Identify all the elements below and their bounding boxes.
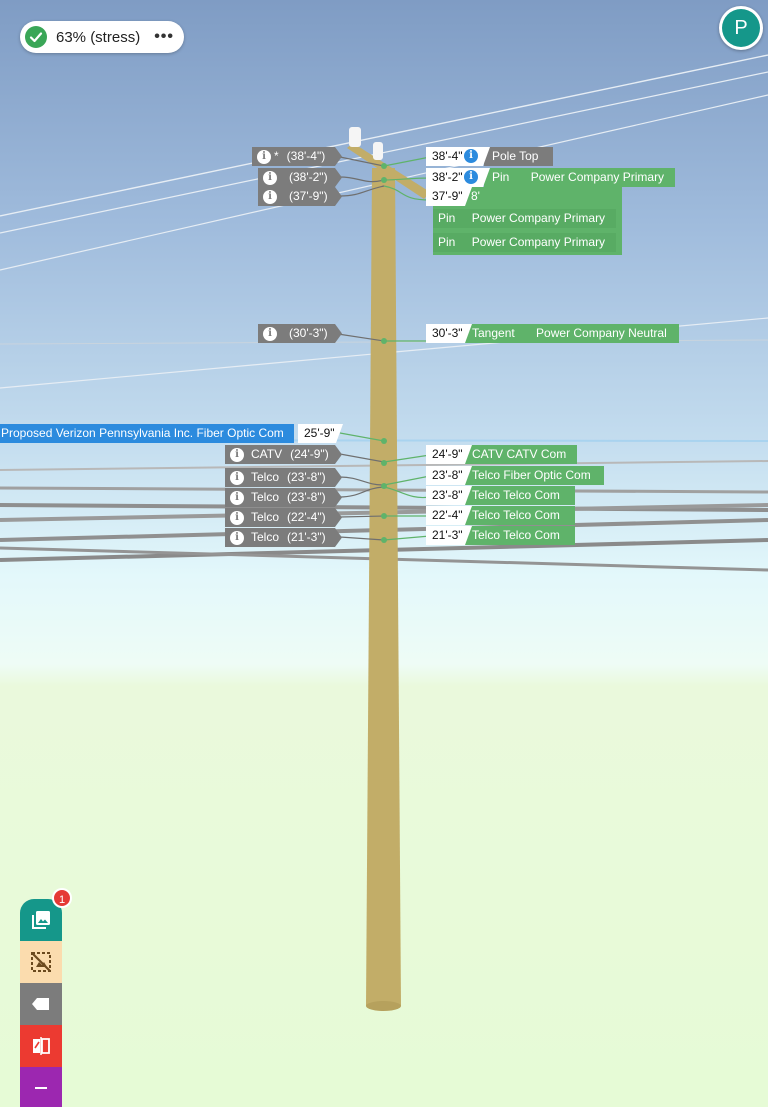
pin-1-label[interactable]: Pin Power Company Primary [484, 168, 675, 187]
crossarm [347, 143, 430, 199]
telco-4-height[interactable]: 21'-3" [426, 526, 472, 545]
pin-type: Pin [438, 211, 456, 225]
info-icon[interactable]: i [230, 471, 244, 485]
height-text: 38'-2" [432, 170, 463, 184]
neutral-owner: Power Company Neutral [536, 326, 667, 340]
label-height: (37'-9") [289, 189, 328, 203]
pole-base [366, 1001, 401, 1011]
left-label-telco-2[interactable]: i Telco (23'-8") [225, 488, 342, 507]
info-icon[interactable]: i [230, 448, 244, 462]
label-height: (38'-4") [286, 149, 326, 163]
status-text: 63% (stress) [56, 28, 141, 46]
info-icon[interactable]: i [230, 491, 244, 505]
minus-icon [35, 1087, 47, 1089]
crossarm-length[interactable]: 8' [471, 189, 480, 203]
label-height: (23'-8") [287, 470, 326, 484]
check-circle-icon [25, 26, 47, 48]
notification-badge: 1 [52, 888, 72, 908]
label-height: (30'-3") [289, 326, 328, 340]
neutral-label[interactable]: Tangent Power Company Neutral [464, 324, 679, 343]
neutral-height[interactable]: 30'-3" [426, 324, 472, 343]
height-text: 38'-4" [432, 149, 463, 163]
tag-icon [32, 998, 49, 1010]
telco-3-label[interactable]: Telco Telco Com [464, 506, 575, 525]
info-icon[interactable]: i [263, 190, 277, 204]
label-height: (38'-2") [289, 170, 328, 184]
label-height: (22'-4") [287, 510, 326, 524]
label-owner: Telco [251, 470, 280, 484]
avatar[interactable]: P [719, 6, 763, 50]
pin-1-height[interactable]: 38'-2" i [426, 168, 490, 187]
compare-icon [33, 1037, 50, 1055]
star-marker: * [274, 149, 279, 163]
telco-2-label[interactable]: Telco Telco Com [464, 486, 575, 505]
info-icon[interactable]: i [257, 150, 271, 164]
crossarm-height[interactable]: 37'-9" [426, 187, 472, 206]
left-label-pole-top[interactable]: i * (38'-4") [252, 147, 342, 166]
hide-photo-button[interactable] [20, 941, 62, 983]
telco-3-height[interactable]: 22'-4" [426, 506, 472, 525]
label-owner: CATV [251, 447, 283, 461]
pin-owner: Power Company Primary [471, 235, 606, 249]
proposed-label[interactable]: Proposed Verizon Pennsylvania Inc. Fiber… [0, 424, 294, 443]
label-owner: Telco [251, 530, 280, 544]
no-photo-icon [31, 952, 51, 972]
status-pill[interactable]: 63% (stress) ••• [20, 21, 184, 53]
avatar-initial: P [722, 9, 760, 47]
label-owner: Telco [251, 510, 280, 524]
pin-type: Pin [438, 235, 456, 249]
left-label-telco-1[interactable]: i Telco (23'-8") [225, 468, 342, 487]
pin-owner: Power Company Primary [471, 211, 606, 225]
telco-4-label[interactable]: Telco Telco Com [464, 526, 575, 545]
tag-button[interactable] [20, 983, 62, 1025]
info-icon[interactable]: i [230, 531, 244, 545]
left-label-neutral[interactable]: i (30'-3") [258, 324, 342, 343]
gallery-icon [32, 911, 50, 929]
proposed-height[interactable]: 25'-9" [298, 424, 343, 443]
pin-3-label[interactable]: Pin Power Company Primary [433, 233, 616, 252]
pin-owner: Power Company Primary [530, 170, 665, 184]
pole-top-height[interactable]: 38'-4" i [426, 147, 490, 166]
info-icon[interactable]: i [464, 170, 478, 184]
info-icon[interactable]: i [263, 327, 277, 341]
pin-type: Pin [492, 170, 510, 184]
label-height: (23'-8") [287, 490, 326, 504]
left-label-telco-3[interactable]: i Telco (22'-4") [225, 508, 342, 527]
telco-1-height[interactable]: 23'-8" [426, 466, 472, 485]
wire [0, 54, 768, 217]
catv-label[interactable]: CATV CATV Com [464, 445, 577, 464]
side-toolbar [20, 899, 62, 1107]
telco-2-height[interactable]: 23'-8" [426, 486, 472, 505]
compare-button[interactable] [20, 1025, 62, 1067]
insulator [349, 127, 361, 147]
left-label-pin[interactable]: i (38'-2") [258, 168, 342, 187]
zoom-out-button[interactable] [20, 1067, 62, 1107]
pin-2-label[interactable]: Pin Power Company Primary [433, 209, 616, 228]
left-label-telco-4[interactable]: i Telco (21'-3") [225, 528, 342, 547]
left-label-crossarm[interactable]: i (37'-9") [258, 187, 342, 206]
wire [0, 71, 768, 234]
info-icon[interactable]: i [263, 171, 277, 185]
telco-1-label[interactable]: Telco Fiber Optic Com [464, 466, 604, 485]
left-label-catv[interactable]: i CATV (24'-9") [225, 445, 342, 464]
label-owner: Telco [251, 490, 280, 504]
insulator [373, 142, 383, 160]
pole-top-label[interactable]: Pole Top [484, 147, 553, 166]
catv-height[interactable]: 24'-9" [426, 445, 472, 464]
info-icon[interactable]: i [464, 149, 478, 163]
label-height: (21'-3") [287, 530, 326, 544]
more-options-icon[interactable]: ••• [154, 28, 174, 45]
neutral-type: Tangent [472, 326, 515, 340]
label-height: (24'-9") [290, 447, 329, 461]
info-icon[interactable]: i [230, 511, 244, 525]
utility-pole [366, 168, 401, 1006]
